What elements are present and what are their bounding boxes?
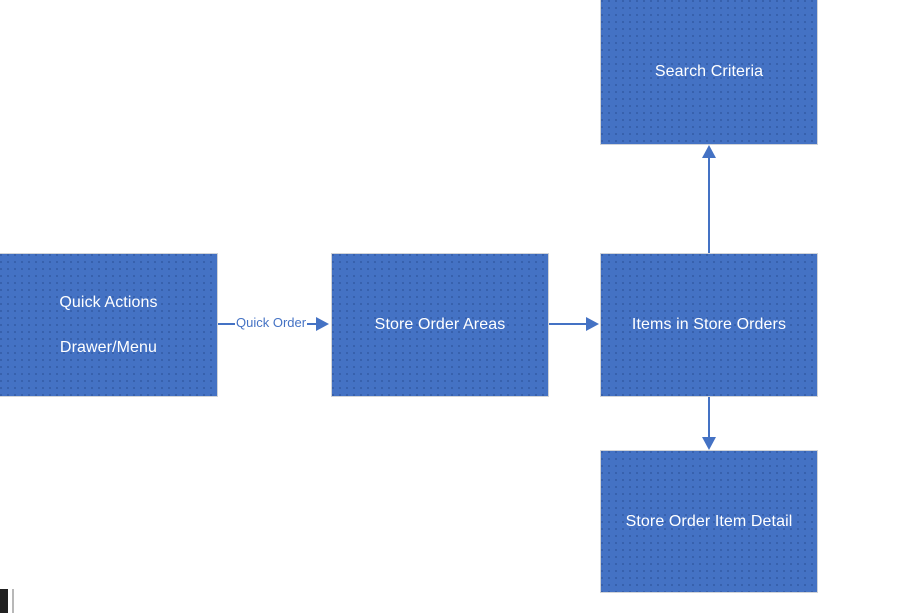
connector-items-to-detail-line — [708, 397, 710, 438]
arrowhead-areas-to-items — [586, 317, 599, 331]
node-items-in-store-orders[interactable]: Items in Store Orders — [600, 253, 818, 397]
node-label-line1: Search Criteria — [654, 63, 764, 81]
node-label-line2: Drawer/Menu — [59, 339, 158, 356]
node-label-line1: Items in Store Orders — [631, 316, 787, 334]
vertical-rule-mark — [12, 589, 14, 613]
node-store-order-areas[interactable]: Store Order Areas — [331, 253, 549, 397]
text-caret-mark — [0, 589, 8, 613]
node-store-order-item-detail[interactable]: Store Order Item Detail — [600, 450, 818, 593]
arrowhead-items-to-detail — [702, 437, 716, 450]
node-quick-actions-drawer-menu[interactable]: Quick Actions Drawer/Menu — [0, 253, 218, 397]
edge-label-quick-order: Quick Order — [235, 315, 308, 330]
node-label-line1: Store Order Areas — [374, 316, 506, 334]
node-label-line1: Quick Actions — [59, 293, 158, 311]
arrowhead-quick-order — [316, 317, 329, 331]
arrowhead-items-to-search — [702, 145, 716, 158]
node-label-line1: Store Order Item Detail — [625, 512, 793, 530]
node-search-criteria[interactable]: Search Criteria — [600, 0, 818, 145]
connector-items-to-search-line — [708, 157, 710, 253]
connector-areas-to-items-line — [549, 323, 587, 325]
